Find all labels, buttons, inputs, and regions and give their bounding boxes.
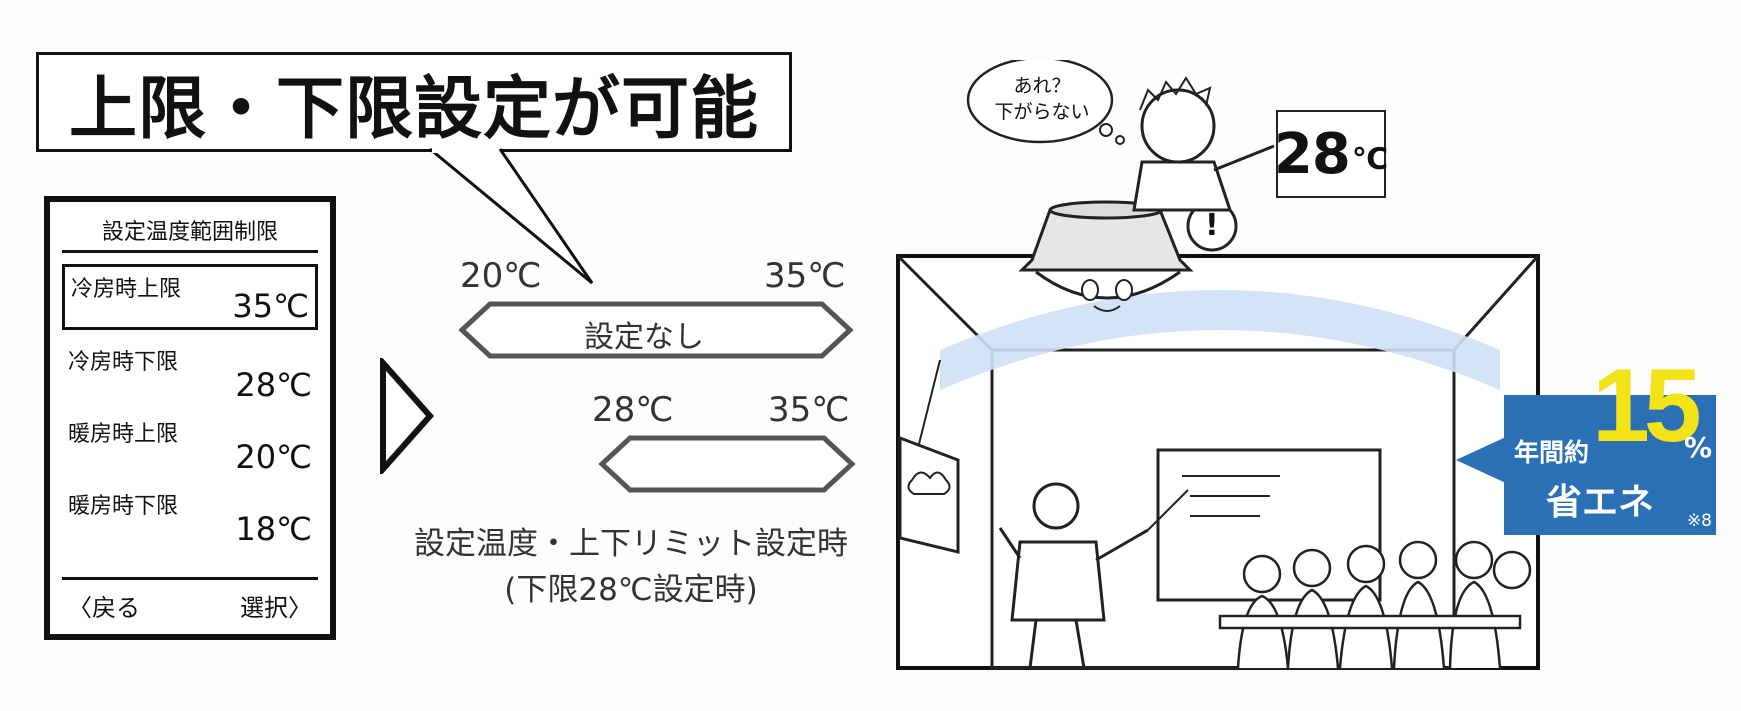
row-label: 暖房時上限 [68,422,179,447]
exclamation-mark: ! [1205,208,1219,243]
row-value: 20℃ [235,438,312,476]
caption-line1: 設定温度・上下リミット設定時 [414,526,848,562]
row-heating-upper[interactable]: 暖房時上限 20℃ [62,412,318,478]
range-limited-low: 28℃ [592,390,674,430]
badge-main: 省エネ [1546,482,1655,523]
energy-saving-badge: 年間約 15 % 省エネ ※8 [1504,348,1716,535]
badge-percent: 15 [1592,348,1702,464]
back-button[interactable]: 〈戻る [68,594,140,622]
badge-note: ※8 [1686,511,1712,531]
badge-prefix: 年間約 [1514,438,1590,467]
row-heating-lower[interactable]: 暖房時下限 18℃ [62,484,318,550]
row-label: 冷房時上限 [71,277,182,302]
thermometer-unit: ℃ [1351,141,1389,177]
row-value: 35℃ [232,287,309,325]
row-cooling-lower[interactable]: 冷房時下限 28℃ [62,340,318,406]
range-no-limit-label: 設定なし [584,320,704,355]
range-bar-no-limit [458,301,854,359]
range-no-limit-high: 35℃ [764,256,846,296]
range-limited-high: 35℃ [768,390,850,430]
badge-unit: % [1684,431,1713,464]
badge-pointer [1456,436,1508,484]
panel-header: 設定温度範囲制限 [62,214,318,253]
range-bar-limited [598,435,856,493]
row-value: 18℃ [235,510,312,548]
bubble-line1: あれ？ [1013,75,1071,97]
title-callout-tail [429,147,594,285]
thermometer-value: 28 [1273,121,1351,187]
bubble-line2: 下がらない [994,101,1090,123]
row-label: 冷房時下限 [68,350,179,375]
feature-title: 上限・下限設定が可能 [68,69,759,149]
range-no-limit-low: 20℃ [460,256,542,296]
play-arrow-icon [380,358,435,474]
classroom-illustration [896,60,1540,670]
feature-title-box: 上限・下限設定が可能 [36,52,792,152]
panel-footer: 〈戻る 選択〉 [62,577,318,624]
row-value: 28℃ [235,366,312,404]
caption-line2: (下限28℃設定時) [504,572,758,608]
select-button[interactable]: 選択〉 [240,594,312,622]
thermometer-display: 28 ℃ [1273,110,1389,198]
row-label: 暖房時下限 [68,494,179,519]
row-cooling-upper[interactable]: 冷房時上限 35℃ [62,264,318,330]
temperature-limit-panel: 設定温度範囲制限 冷房時上限 35℃ 冷房時下限 28℃ 暖房時上限 20℃ 暖… [44,196,336,640]
